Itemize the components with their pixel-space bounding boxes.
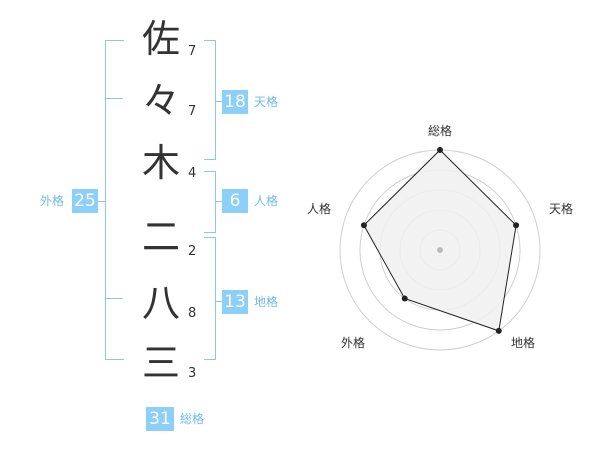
radar-data-area [363, 149, 517, 332]
name-character-4: 二 [141, 215, 180, 259]
tenkaku-bracket-connector [215, 101, 222, 102]
soukaku-score-badge: 31 [146, 407, 174, 431]
name-character-1: 佐 [141, 17, 180, 61]
radar-center-dot [437, 247, 443, 253]
gaikaku-bracket-tick-upper [105, 98, 123, 99]
stroke-count-6: 3 [188, 366, 197, 381]
jinkaku-label: 人格 [254, 194, 279, 208]
name-character-6: 三 [141, 341, 180, 385]
radar-point-soukaku [437, 147, 443, 153]
tenkaku-score-badge: 18 [222, 90, 248, 114]
name-character-5: 八 [141, 281, 180, 325]
gaikaku-bracket-tick-lower [105, 298, 123, 299]
stroke-count-2: 7 [188, 104, 197, 119]
name-character-3: 木 [141, 141, 180, 185]
stroke-count-3: 4 [188, 166, 197, 181]
gaikaku-label: 外格 [40, 194, 65, 208]
jinkaku-bracket [204, 171, 216, 233]
stroke-count-5: 8 [188, 306, 197, 321]
radar-axis-label-bottom-left: 外格 [341, 336, 366, 350]
radar-axis-label-left: 人格 [307, 202, 332, 216]
gaikaku-bracket-connector [98, 201, 106, 202]
jinkaku-score-badge: 6 [222, 189, 248, 213]
chikaku-bracket-connector [215, 301, 222, 302]
chikaku-bracket [204, 237, 216, 360]
jinkaku-bracket-connector [215, 201, 222, 202]
tenkaku-bracket [204, 40, 216, 160]
gaikaku-bracket [105, 40, 124, 360]
radar-point-tenkaku [513, 222, 520, 229]
tenkaku-label: 天格 [254, 95, 279, 109]
radar-axis-label-right: 天格 [549, 202, 574, 216]
gaikaku-score-badge: 25 [72, 189, 98, 213]
soukaku-label: 総格 [180, 412, 205, 426]
chikaku-label: 地格 [254, 295, 279, 309]
radar-point-jinkaku [360, 222, 367, 229]
chikaku-score-badge: 13 [222, 290, 248, 314]
radar-axis-label-top: 総格 [428, 124, 453, 138]
radar-chart [339, 147, 541, 351]
radar-axis-label-bottom-right: 地格 [511, 336, 536, 350]
radar-data-points [360, 147, 520, 334]
stroke-count-1: 7 [188, 44, 197, 59]
name-character-2: 々 [141, 79, 180, 123]
radar-point-gaikaku [401, 295, 408, 302]
stroke-count-4: 2 [188, 244, 197, 259]
radar-point-chikaku [495, 327, 502, 334]
